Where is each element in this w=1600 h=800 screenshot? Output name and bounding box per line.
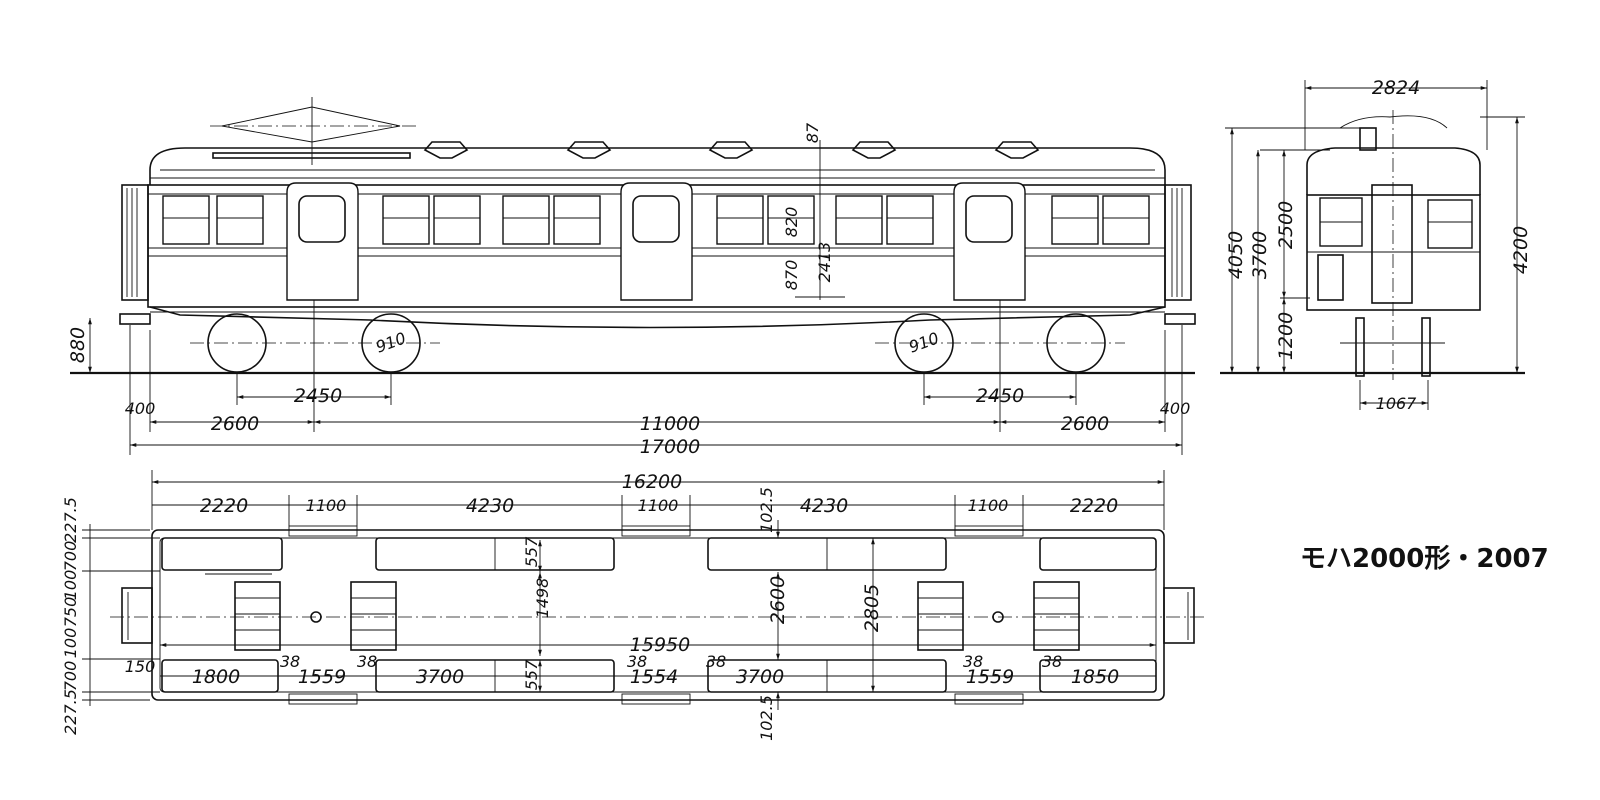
dim-floor-to-roof: 2413 — [815, 242, 834, 283]
dim-top-seg-6: 1100 — [968, 496, 1009, 515]
end-roof-vent — [1359, 127, 1377, 151]
dim-38-4: 38 — [706, 652, 726, 671]
dim-wheelbase-left: 2450 — [294, 385, 342, 407]
dim-aisle-1498: 1498 — [533, 578, 552, 619]
dim-top-seg-4: 1100 — [638, 496, 679, 515]
dim-gauge: 1067 — [1376, 394, 1418, 413]
dim-left-3: 100 — [61, 570, 80, 601]
dim-inner-2600: 2600 — [767, 576, 789, 624]
dim-wall-bottom: 102.5 — [757, 695, 776, 741]
plan-dimension-lines — [89, 480, 1164, 710]
dim-end-height-4050: 4050 — [1225, 231, 1247, 279]
pantograph — [210, 97, 420, 165]
side-extension-lines — [129, 140, 1183, 455]
dim-left-4: 750 — [61, 597, 80, 628]
plan-hatches — [234, 581, 1080, 651]
dim-bottom-seg-3: 3700 — [416, 666, 464, 688]
dim-window-height: 820 — [782, 207, 801, 238]
end-view — [1220, 80, 1525, 410]
dim-38-6: 38 — [1042, 652, 1062, 671]
dim-seat-depth-top: 557 — [522, 536, 541, 567]
dim-end-to-truck-right: 2600 — [1061, 413, 1109, 435]
dim-bottom-seg-6: 1559 — [966, 666, 1014, 688]
end-door — [1371, 184, 1413, 304]
dim-bottom-seg-2: 1559 — [298, 666, 346, 688]
end-roof — [1306, 147, 1481, 195]
end-body — [1306, 194, 1481, 311]
dim-38-1: 38 — [280, 652, 300, 671]
underframe — [149, 306, 1166, 329]
dim-wheelbase-right: 2450 — [976, 385, 1024, 407]
side-dimension-lines — [88, 318, 1182, 447]
side-elevation — [70, 97, 1196, 455]
car-roof — [149, 147, 1166, 185]
wheels — [190, 313, 1125, 373]
dim-left-5: 100 — [61, 628, 80, 659]
dim-top-seg-3: 4230 — [466, 495, 514, 517]
dim-wheel-dia-right: 910 — [906, 328, 941, 356]
dim-38-3: 38 — [627, 652, 647, 671]
dim-wall-top: 102.5 — [757, 487, 776, 533]
dim-left-1: 227.5 — [61, 497, 80, 543]
dim-overhang-left: 400 — [125, 399, 156, 418]
dim-body-length: 16200 — [622, 471, 682, 493]
dim-top-seg-7: 2220 — [1070, 495, 1118, 517]
dim-top-seg-1: 2220 — [200, 495, 248, 517]
plan-extension-lines — [82, 470, 1165, 701]
roof-ventilators — [423, 141, 1040, 159]
dim-inner-2805: 2805 — [861, 584, 883, 632]
dim-end-height-2500: 2500 — [1275, 201, 1297, 249]
dim-overall-length: 17000 — [640, 436, 700, 458]
dim-end-150: 150 — [125, 657, 156, 676]
dim-end-floor-height: 1200 — [1275, 312, 1297, 360]
side-doors — [286, 182, 1026, 301]
dim-38-2: 38 — [357, 652, 377, 671]
dim-wheel-dia-left: 910 — [373, 328, 408, 356]
dim-seat-depth-bottom: 557 — [522, 659, 541, 690]
end-diaphragms — [121, 184, 1192, 301]
dim-inner-length: 15950 — [630, 634, 690, 656]
dim-bottom-seg-1: 1800 — [192, 666, 240, 688]
dim-top-seg-2: 1100 — [306, 496, 347, 515]
dim-end-height-3700: 3700 — [1249, 231, 1271, 279]
dim-left-7: 227.5 — [61, 689, 80, 735]
plan-view — [82, 470, 1205, 710]
side-windows — [162, 195, 1150, 245]
dim-left-6: 700 — [61, 661, 80, 692]
dim-bottom-seg-7: 1850 — [1071, 666, 1119, 688]
dim-38-5: 38 — [963, 652, 983, 671]
dim-overhang-right: 400 — [1160, 399, 1191, 418]
dim-truck-center: 11000 — [640, 413, 700, 435]
dim-end-to-truck-left: 2600 — [211, 413, 259, 435]
dim-bottom-seg-5: 3700 — [736, 666, 784, 688]
dim-left-2: 700 — [61, 541, 80, 572]
dim-end-width: 2824 — [1372, 77, 1420, 99]
dim-top-seg-5: 4230 — [800, 495, 848, 517]
plan-doors — [288, 525, 1024, 705]
drawing-title: モハ2000形・2007 — [1300, 544, 1549, 574]
dim-roof-vent: 87 — [803, 122, 822, 143]
couplers — [119, 313, 1196, 325]
dim-bottom-seg-4: 1554 — [630, 666, 678, 688]
dim-coupler-height: 880 — [67, 327, 89, 363]
dim-end-height-total: 4200 — [1510, 226, 1532, 274]
dim-sill-height: 870 — [782, 260, 801, 291]
